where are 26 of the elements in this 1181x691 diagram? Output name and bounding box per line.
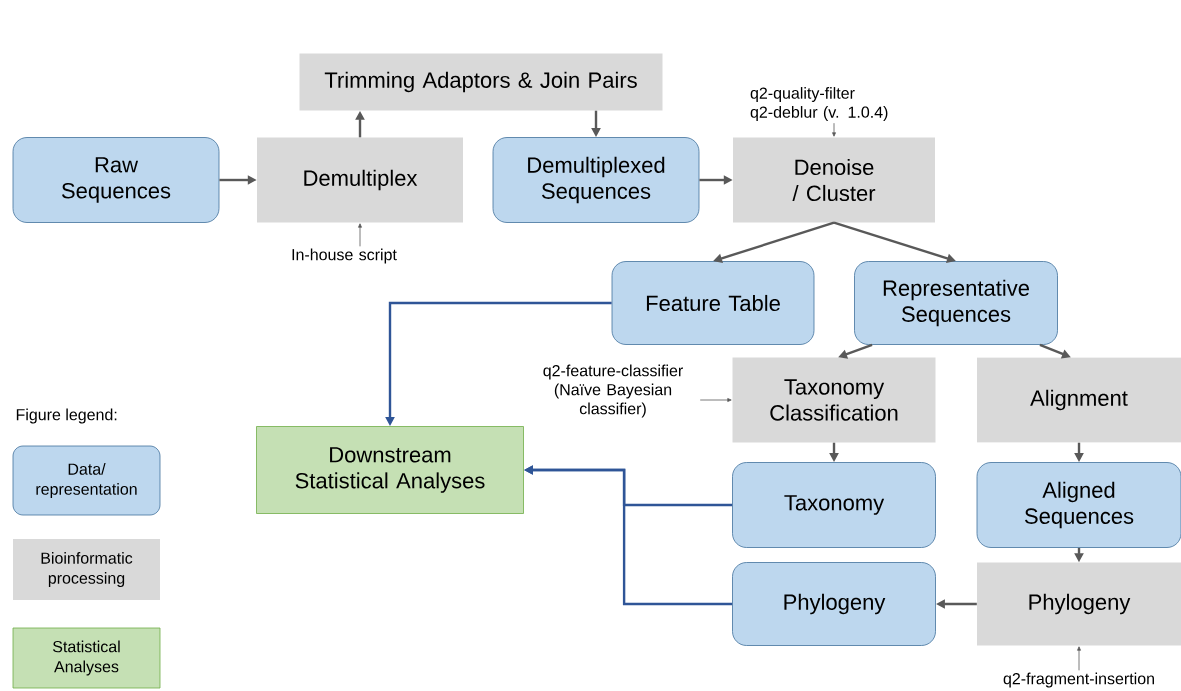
arrow <box>699 398 732 402</box>
data-box: Representative Sequences <box>854 261 1058 345</box>
legend-item: Data/ representation <box>12 445 161 516</box>
legend-item: Statistical Analyses <box>12 627 161 689</box>
tool-note: q2-quality-filter q2-deblur (v. 1.0.4) <box>750 87 888 121</box>
data-box: Phylogeny <box>732 562 936 646</box>
tool-note: In-house script <box>292 248 397 264</box>
data-box: Raw Sequences <box>12 137 220 223</box>
data-box: Aligned Sequences <box>976 462 1181 548</box>
arrow <box>832 122 836 137</box>
process-box: Trimming Adaptors & Join Pairs <box>299 53 663 111</box>
process-box: Alignment <box>977 357 1181 443</box>
analysis-box: Downstream Statistical Analyses <box>256 426 524 514</box>
process-box: Phylogeny <box>977 562 1181 646</box>
data-box: Demultiplexed Sequences <box>492 137 700 223</box>
process-box: Demultiplex <box>257 137 463 223</box>
data-box: Feature Table <box>611 261 815 345</box>
tool-note: q2-feature-classifier (Naïve Bayesian classifier) <box>543 364 683 418</box>
process-box: Denoise / Cluster <box>733 137 935 223</box>
tool-note: q2-fragment-insertion <box>1003 672 1154 688</box>
data-box: Taxonomy <box>732 462 936 548</box>
arrow <box>1077 646 1081 671</box>
legend-heading: Figure legend: <box>16 408 117 424</box>
legend-item: Bioinformatic processing <box>13 539 160 600</box>
process-box: Taxonomy Classification <box>732 357 936 443</box>
arrow <box>358 223 362 247</box>
